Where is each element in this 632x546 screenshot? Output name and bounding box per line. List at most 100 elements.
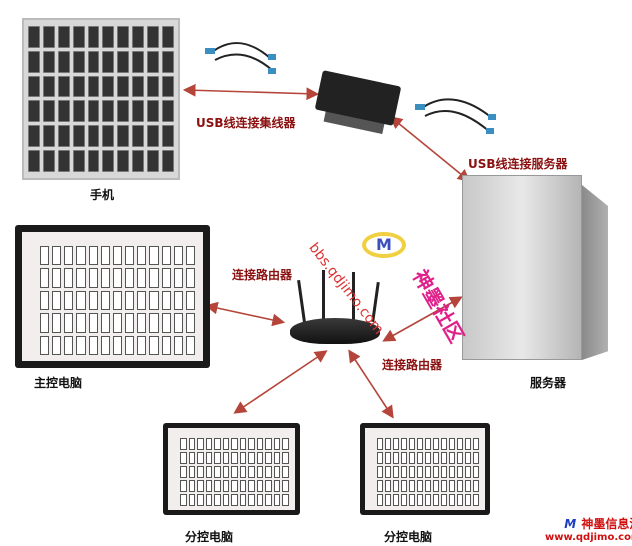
phone-tile	[102, 100, 115, 123]
phone-rack-image	[22, 18, 180, 180]
device-tile	[433, 466, 439, 478]
device-tile	[239, 480, 247, 492]
device-tile	[377, 480, 383, 492]
device-tile	[393, 438, 399, 450]
phone-tile	[72, 50, 85, 73]
device-tile	[265, 466, 272, 478]
phone-tile	[162, 50, 174, 73]
device-tile	[88, 335, 98, 355]
phone-tile	[117, 150, 130, 172]
device-tile	[449, 466, 455, 478]
phone-tile	[87, 125, 100, 148]
phone-tile	[57, 125, 70, 148]
device-tile	[377, 438, 383, 450]
device-tile	[265, 494, 272, 506]
device-tile	[197, 466, 204, 478]
device-tile	[256, 452, 264, 464]
device-tile	[377, 452, 383, 464]
device-tile	[433, 480, 439, 492]
watermark-logo-icon: M	[362, 232, 406, 258]
device-tile	[173, 313, 183, 333]
phone-tile	[147, 75, 160, 98]
phone-tile	[132, 125, 145, 148]
device-tile	[161, 335, 171, 355]
phone-tile	[42, 75, 55, 98]
device-tile	[76, 335, 86, 355]
device-tile	[248, 438, 255, 450]
device-tile	[449, 452, 455, 464]
device-tile	[88, 313, 98, 333]
phone-tile	[42, 100, 55, 123]
router-label-right: 连接路由器	[382, 358, 443, 372]
main-pc-monitor	[15, 225, 210, 368]
device-tile	[231, 452, 238, 464]
device-tile	[149, 335, 159, 355]
phone-tile	[102, 50, 115, 73]
device-tile	[185, 268, 195, 288]
device-tile	[112, 268, 123, 288]
phone-tile	[87, 26, 100, 48]
device-tile	[282, 480, 289, 492]
server-label: 服务器	[530, 376, 567, 390]
phone-tile	[72, 75, 85, 98]
device-tile	[239, 438, 247, 450]
device-tile	[417, 494, 423, 506]
device-tile	[385, 494, 391, 506]
device-tile	[401, 452, 407, 464]
device-tile	[393, 466, 399, 478]
device-tile	[385, 438, 391, 450]
device-tile	[425, 466, 431, 478]
device-tile	[401, 438, 407, 450]
sub-pc-1-label: 分控电脑	[185, 530, 234, 544]
device-tile	[100, 290, 110, 311]
device-tile	[441, 466, 447, 478]
device-tile	[248, 480, 255, 492]
device-tile	[185, 313, 195, 333]
device-tile	[205, 480, 213, 492]
phone-tile	[57, 50, 70, 73]
device-tile	[188, 494, 196, 506]
device-tile	[197, 438, 204, 450]
device-tile	[473, 438, 479, 450]
device-tile	[161, 246, 171, 266]
device-tile	[401, 466, 407, 478]
device-tile	[457, 452, 463, 464]
device-tile	[112, 290, 123, 311]
device-tile	[125, 335, 135, 355]
device-tile	[433, 438, 439, 450]
device-tile	[273, 494, 281, 506]
device-tile	[222, 438, 230, 450]
device-tile	[473, 466, 479, 478]
phone-tile	[117, 75, 130, 98]
device-tile	[125, 246, 135, 266]
phone-tile	[117, 100, 130, 123]
usb-server-label: USB线连接服务器	[468, 157, 568, 171]
device-tile	[273, 480, 281, 492]
arrow-router-server	[382, 296, 463, 342]
device-tile	[256, 466, 264, 478]
device-tile	[425, 494, 431, 506]
device-tile	[256, 480, 264, 492]
device-tile	[149, 268, 159, 288]
device-tile	[88, 246, 98, 266]
device-tile	[417, 480, 423, 492]
device-tile	[100, 335, 110, 355]
device-tile	[441, 480, 447, 492]
device-tile	[125, 313, 135, 333]
phone-tile	[57, 26, 70, 48]
phone-tile	[57, 100, 70, 123]
phone-tile	[102, 75, 115, 98]
device-tile	[205, 466, 213, 478]
device-tile	[180, 452, 187, 464]
device-tile	[473, 480, 479, 492]
device-tile	[441, 452, 447, 464]
device-tile	[137, 268, 147, 288]
phone-tile	[147, 150, 160, 172]
phone-tile	[87, 150, 100, 172]
device-tile	[409, 438, 415, 450]
device-tile	[76, 268, 86, 288]
device-tile	[401, 480, 407, 492]
device-tile	[76, 313, 86, 333]
device-tile	[222, 480, 230, 492]
